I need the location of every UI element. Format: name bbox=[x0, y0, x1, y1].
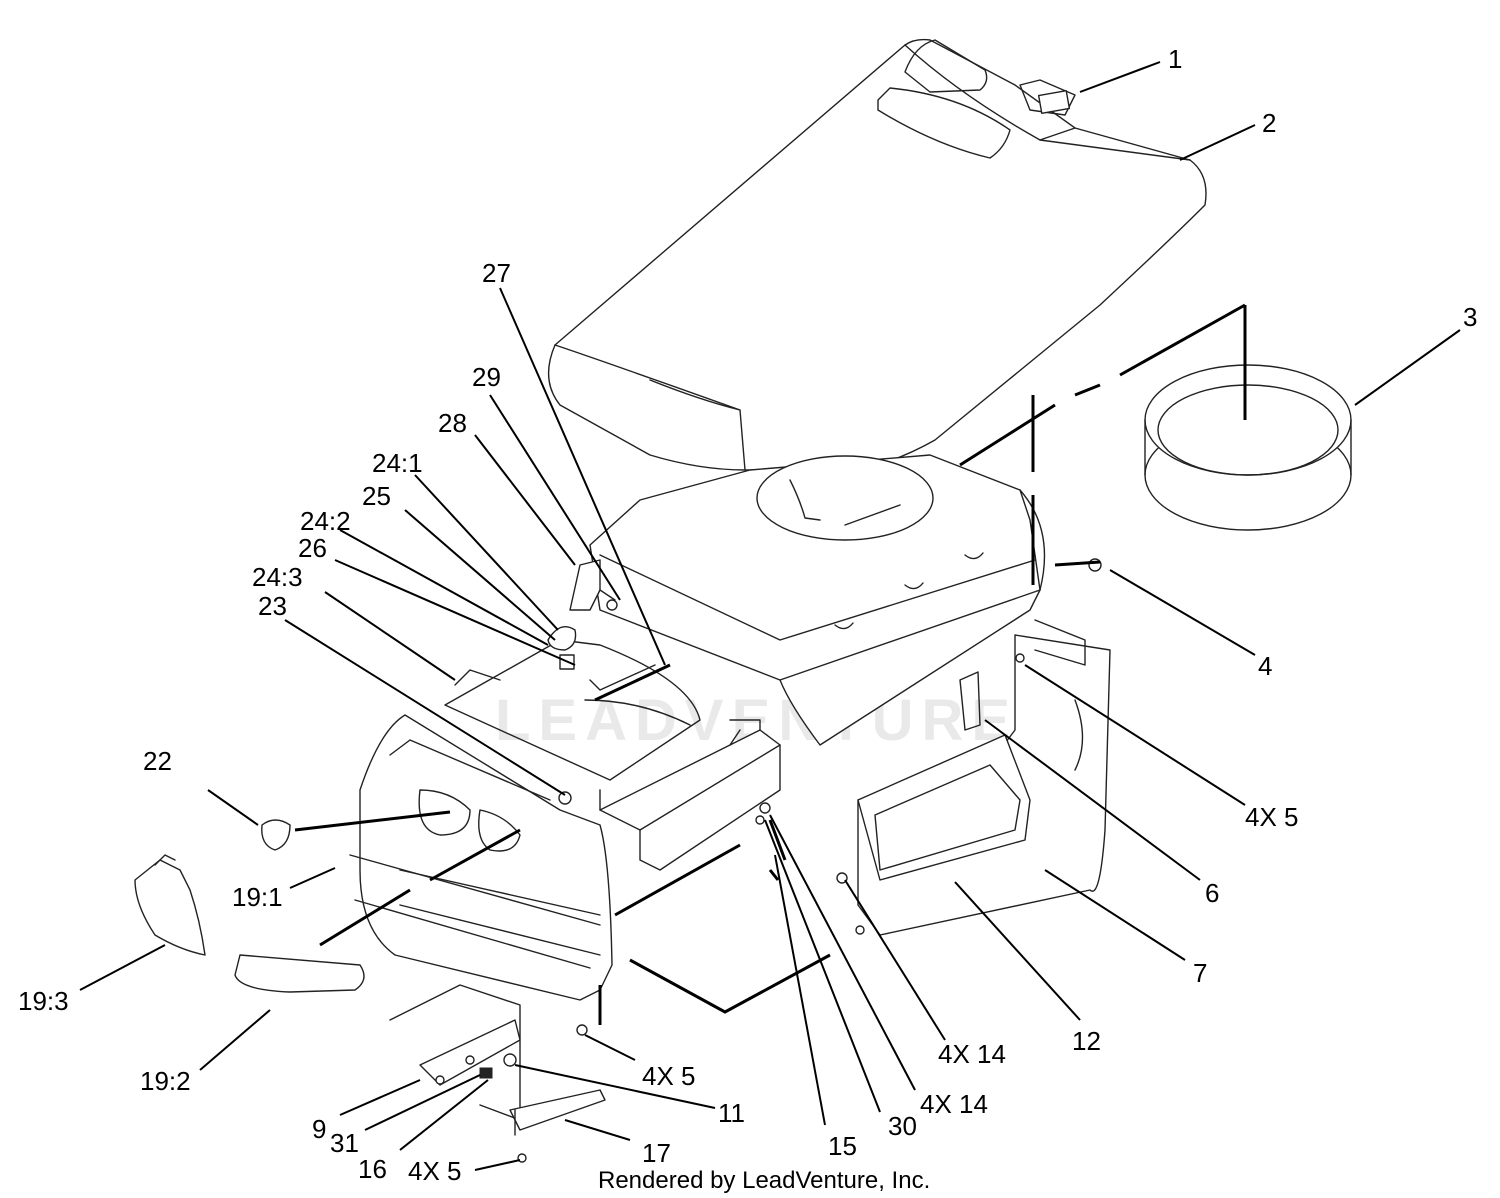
small-hardware bbox=[517, 558, 1102, 1163]
callout-12: 12 bbox=[1072, 1026, 1101, 1056]
filter-ring-part bbox=[1144, 364, 1352, 531]
callout-27: 27 bbox=[482, 258, 511, 288]
callout-1: 1 bbox=[1168, 44, 1182, 74]
callout-11: 11 bbox=[718, 1098, 745, 1128]
callout-30: 30 bbox=[888, 1111, 917, 1141]
callout-19-1: 19:1 bbox=[232, 882, 283, 912]
hood-part bbox=[547, 38, 1207, 471]
callout-labels: 1 2 3 27 29 28 24:1 25 24:2 26 24:3 23 4… bbox=[18, 44, 1477, 1186]
side-panel-part bbox=[857, 619, 1111, 936]
callout-19-3: 19:3 bbox=[18, 986, 69, 1016]
callout-24-1: 24:1 bbox=[372, 448, 423, 478]
hood-underside bbox=[589, 454, 1046, 746]
assembly-lines bbox=[294, 303, 1247, 1025]
callout-9: 9 bbox=[312, 1114, 326, 1144]
callout-19-2: 19:2 bbox=[140, 1066, 191, 1096]
callout-31: 31 bbox=[330, 1128, 359, 1158]
lower-bracket bbox=[389, 984, 606, 1136]
callout-25: 25 bbox=[362, 481, 391, 511]
callout-23: 23 bbox=[258, 591, 287, 621]
callout-7: 7 bbox=[1193, 958, 1207, 988]
footer-credit: Rendered by LeadVenture, Inc. bbox=[598, 1167, 930, 1194]
callout-17: 17 bbox=[642, 1138, 671, 1168]
headlight-lens bbox=[134, 819, 365, 993]
callout-28: 28 bbox=[438, 408, 467, 438]
frame-bracket bbox=[599, 719, 781, 871]
callout-29: 29 bbox=[472, 362, 501, 392]
callout-4x5-right: 4X 5 bbox=[1245, 802, 1299, 832]
callout-24-3: 24:3 bbox=[252, 562, 303, 592]
callout-3: 3 bbox=[1463, 302, 1477, 332]
callout-2: 2 bbox=[1262, 108, 1276, 138]
callout-15: 15 bbox=[828, 1131, 857, 1161]
callout-16: 16 bbox=[358, 1154, 387, 1184]
grille-assembly bbox=[349, 639, 701, 1001]
callout-4: 4 bbox=[1258, 651, 1272, 681]
callout-6: 6 bbox=[1205, 878, 1219, 908]
callout-4x14-upper: 4X 14 bbox=[938, 1039, 1006, 1069]
callout-26: 26 bbox=[298, 533, 327, 563]
leader-lines bbox=[79, 61, 1461, 1171]
callout-4x5-bottom: 4X 5 bbox=[408, 1156, 462, 1186]
callout-4x5-center: 4X 5 bbox=[642, 1061, 696, 1091]
callout-4x14-lower: 4X 14 bbox=[920, 1089, 988, 1119]
callout-22: 22 bbox=[143, 746, 172, 776]
callout-24-2: 24:2 bbox=[300, 506, 351, 536]
